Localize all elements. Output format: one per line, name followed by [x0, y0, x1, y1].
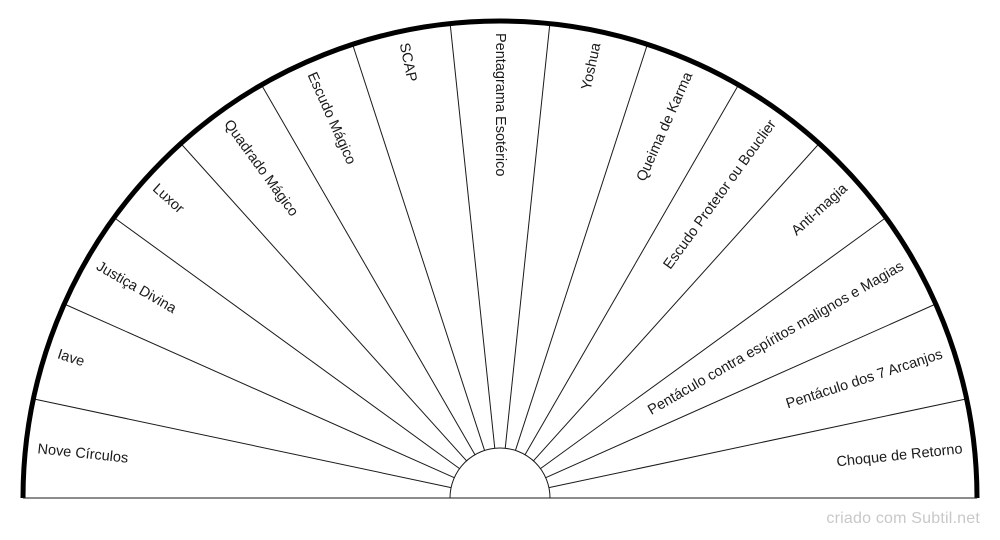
site-credit: criado com Subtil.net: [826, 510, 980, 527]
segment-label: Pentáculo contra espíritos malignos e Ma…: [645, 258, 906, 418]
segment-label: Choque de Retorno: [836, 441, 964, 470]
segment-divider: [514, 44, 648, 451]
outer-arc: [20, 18, 980, 499]
segment-label: Nove Círculos: [37, 441, 129, 466]
segment-divider: [113, 217, 460, 470]
segment-label: Escudo Mágico: [304, 70, 359, 167]
segment-label: Yoshua: [579, 41, 605, 92]
inner-hub-arc: [449, 447, 551, 499]
segment-label: Pentáculo dos 7 Arcanjos: [784, 347, 945, 413]
segment-divider: [261, 84, 476, 455]
segment-divider: [548, 398, 967, 489]
segment-label: Escudo Protetor ou Bouclier: [661, 117, 780, 273]
segment-divider: [180, 143, 467, 462]
segment-label: SCAP: [396, 41, 420, 83]
segment-divider: [64, 303, 455, 479]
segment-divider: [524, 84, 739, 455]
segment-divider: [533, 143, 820, 462]
segment-label: Anti-magia: [789, 180, 852, 239]
segment-divider: [352, 44, 486, 451]
segment-label: Queima de Karma: [634, 69, 697, 184]
segment-label: Pentagrama Esotérico: [492, 33, 508, 176]
segment-divider: [504, 23, 551, 449]
segment-divider: [449, 23, 496, 449]
segment-divider: [545, 303, 936, 479]
segment-divider: [33, 398, 452, 489]
segment-label: Justiça Divina: [93, 258, 179, 317]
segment-dividers: [33, 23, 967, 489]
segment-divider: [540, 217, 887, 470]
segment-label: Luxor: [149, 181, 187, 217]
segment-label: Iave: [55, 347, 86, 371]
